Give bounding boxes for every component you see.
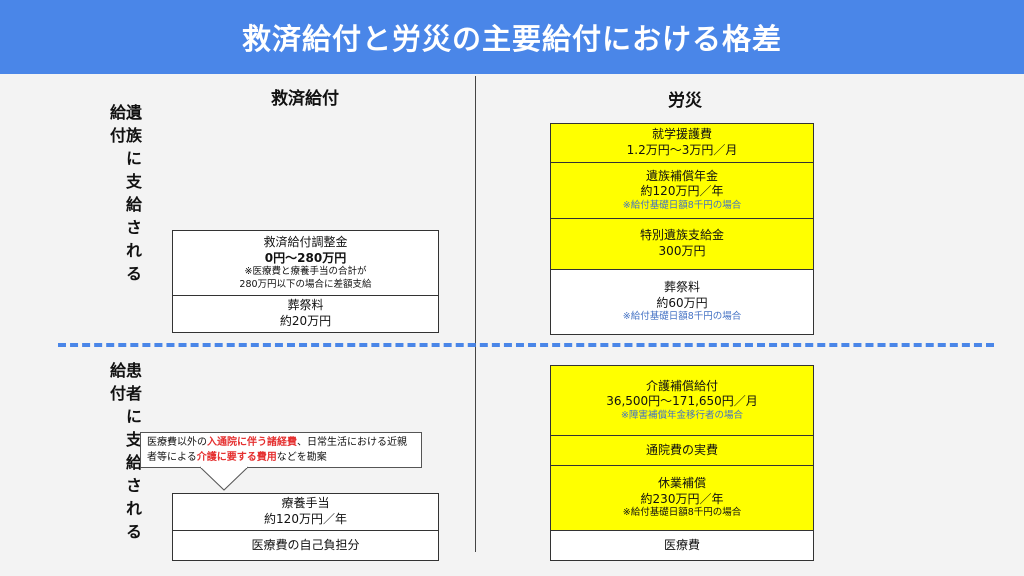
- column-divider: [475, 76, 476, 552]
- relief-funeral-amount: 約20万円: [279, 314, 332, 328]
- special-survivor-grant-amount: 300万円: [658, 244, 706, 258]
- medical-cost-title: 医療費: [663, 537, 700, 552]
- callout-text: などを勘案: [276, 451, 327, 463]
- callout-note: 医療費以外の入通院に伴う諸経費、日常生活における近親者等による介護に要する費用な…: [140, 432, 422, 468]
- education-aid-title: 就学援護費: [651, 127, 712, 142]
- row-label-patient: 患者に支給される給付: [107, 362, 142, 546]
- relief-funeral-title: 葬祭料: [287, 298, 324, 313]
- leave-compensation-box: 休業補償 約230万円／年 ※給付基礎日額8千円の場合: [550, 465, 814, 531]
- page-title: 救済給付と労災の主要給付における格差: [241, 22, 782, 56]
- copay-box: 医療費の自己負担分: [172, 530, 439, 561]
- relief-adjustment-note-1: ※医療費と療養手当の合計が: [244, 266, 367, 278]
- relief-adjustment-box: 救済給付調整金 0円～280万円 ※医療費と療養手当の合計が 280万円以下の場…: [172, 230, 439, 296]
- survivor-pension-amount: 約120万円／年: [640, 184, 724, 199]
- care-compensation-note: ※障害補償年金移行者の場合: [621, 409, 743, 421]
- rousai-funeral-box: 葬祭料 約60万円 ※給付基礎日額8千円の場合: [550, 269, 814, 335]
- survivor-pension-note: ※給付基礎日額8千円の場合: [622, 199, 742, 211]
- education-aid-amount: 1.2万円～3万円／月: [626, 143, 738, 157]
- special-survivor-grant-title: 特別遺族支給金: [639, 228, 724, 243]
- relief-funeral-box: 葬祭料 約20万円: [172, 295, 439, 333]
- leave-compensation-title: 休業補償: [657, 476, 706, 491]
- relief-adjustment-amount: 0円～280万円: [264, 250, 347, 265]
- care-compensation-title: 介護補償給付: [645, 378, 718, 393]
- commute-cost-box: 通院費の実費: [550, 435, 814, 466]
- column-title-relief: 救済給付: [271, 89, 339, 109]
- relief-adjustment-title: 救済給付調整金: [263, 235, 348, 250]
- callout-text: 医療費以外の: [147, 437, 207, 448]
- callout-text: ける近親者等による: [147, 437, 407, 463]
- title-banner: 救済給付と労災の主要給付における格差: [0, 0, 1024, 74]
- medical-allowance-title: 療養手当: [281, 496, 330, 511]
- row-divider: [58, 343, 994, 347]
- relief-adjustment-note-2: 280万円以下の場合に差額支給: [239, 278, 372, 290]
- rousai-funeral-title: 葬祭料: [663, 280, 700, 295]
- survivor-pension-title: 遺族補償年金: [645, 168, 718, 183]
- callout-highlight-care: 介護に要する費用: [196, 451, 277, 463]
- leave-compensation-note: ※給付基礎日額8千円の場合: [622, 507, 742, 519]
- callout-pointer: [199, 466, 249, 491]
- leave-compensation-amount: 約230万円／年: [640, 491, 724, 506]
- medical-cost-box: 医療費: [550, 530, 814, 561]
- rousai-funeral-note: ※給付基礎日額8千円の場合: [622, 311, 742, 323]
- education-aid-box: 就学援護費 1.2万円～3万円／月: [550, 123, 814, 163]
- commute-cost-title: 通院費の実費: [645, 442, 718, 457]
- care-compensation-amount: 36,500円～171,650円／月: [606, 394, 758, 409]
- row-label-bereaved: 遺族に支給される給付: [107, 104, 142, 288]
- callout-text: 、日常生活にお: [297, 437, 367, 448]
- column-title-rousai: 労災: [668, 91, 702, 111]
- copay-title: 医療費の自己負担分: [251, 537, 360, 552]
- medical-allowance-amount: 約120万円／年: [264, 512, 347, 526]
- callout-highlight-expenses: 入通院に伴う諸経費: [207, 437, 297, 448]
- rousai-funeral-amount: 約60万円: [656, 295, 708, 310]
- survivor-pension-box: 遺族補償年金 約120万円／年 ※給付基礎日額8千円の場合: [550, 162, 814, 219]
- special-survivor-grant-box: 特別遺族支給金 300万円: [550, 218, 814, 270]
- care-compensation-box: 介護補償給付 36,500円～171,650円／月 ※障害補償年金移行者の場合: [550, 365, 814, 436]
- medical-allowance-box: 療養手当 約120万円／年: [172, 493, 439, 531]
